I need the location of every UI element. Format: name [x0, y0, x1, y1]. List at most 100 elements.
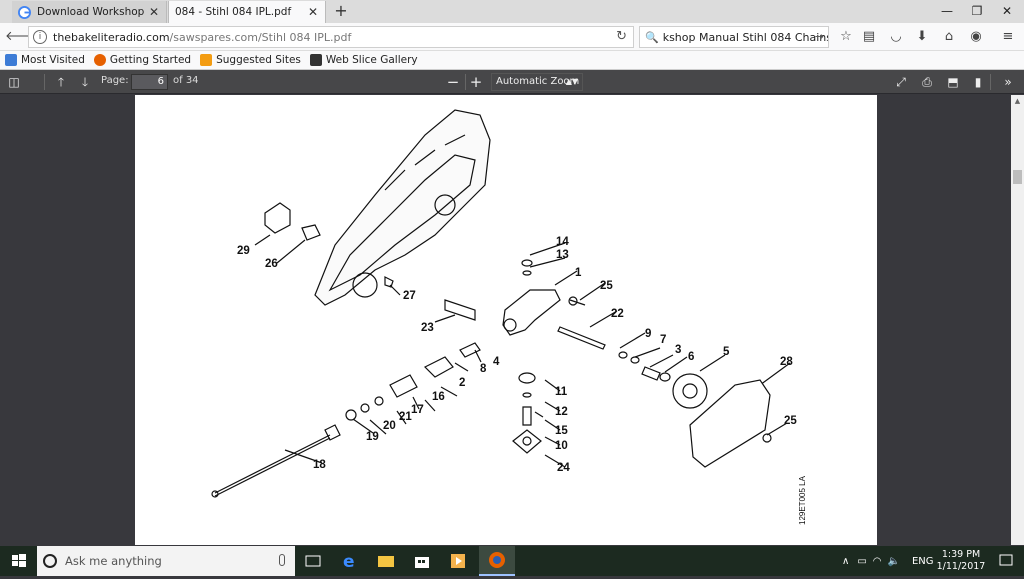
new-tab-button[interactable]: + [334, 1, 348, 20]
part-23-drawing [444, 299, 476, 321]
file-explorer-icon[interactable] [368, 546, 404, 576]
part-number-label: 9 [645, 328, 651, 340]
edge-icon[interactable]: e [332, 546, 368, 576]
firefox-taskbar-icon[interactable] [479, 546, 515, 576]
store-icon[interactable] [404, 546, 440, 576]
part-number-label: 5 [723, 346, 730, 358]
part-22-drawing [557, 326, 606, 350]
divider [44, 74, 45, 90]
search-bar[interactable]: 🔍 kshop Manual Stihl 084 Chainsaw → [639, 26, 829, 48]
print-icon[interactable]: ⎙ [922, 75, 932, 89]
part-number-label: 11 [555, 386, 568, 398]
ie-suggested-icon [200, 54, 213, 66]
search-placeholder: Ask me anything [65, 554, 162, 568]
taskbar: Ask me anything e ∧ ▭ ◠ 🔈 ENG 1:39 PM 1/… [0, 546, 1024, 576]
page-total: of 34 [173, 75, 199, 86]
search-icon: 🔍 [645, 30, 659, 44]
part-number-label: 7 [660, 334, 666, 346]
bookmark-star-icon[interactable]: ☆ [840, 29, 852, 44]
previous-page-icon[interactable]: 🡑 [57, 75, 65, 89]
microphone-icon[interactable] [279, 554, 285, 566]
bookmark-icon[interactable]: ▮ [974, 75, 982, 89]
next-page-icon[interactable]: 🡓 [81, 75, 89, 89]
back-button[interactable]: 🡐 [5, 29, 40, 44]
vertical-scrollbar[interactable]: ▲ [1011, 95, 1024, 545]
part-number-label: 14 [556, 236, 569, 248]
menu-icon[interactable]: ≡ [1002, 29, 1014, 44]
tab-stihl-pdf[interactable]: 084 - Stihl 084 IPL.pdf ✕ [168, 1, 326, 23]
pocket-icon[interactable]: ◡ [890, 29, 902, 44]
page-number-input[interactable]: 6 [131, 74, 168, 90]
part-29-drawing [264, 202, 291, 234]
task-view-icon[interactable] [295, 546, 331, 576]
web-slice-icon [309, 54, 322, 66]
url-path: /sawspares.com/Stihl 084 IPL.pdf [169, 30, 352, 44]
part-number-label: 26 [265, 258, 278, 270]
zoom-out-button[interactable]: − [446, 73, 460, 91]
part-number-label: 12 [555, 406, 568, 418]
wifi-icon[interactable]: ◠ [872, 555, 882, 567]
notifications-icon[interactable] [988, 546, 1024, 576]
tab-label: Download Workshop Man... [37, 6, 148, 18]
site-info-icon[interactable]: i [33, 30, 47, 44]
bookmark-web-slice-gallery[interactable]: Web Slice Gallery [309, 54, 418, 66]
home-icon[interactable]: ⌂ [944, 29, 954, 44]
part-number-label: 10 [555, 440, 568, 452]
sync-icon[interactable]: ◉ [970, 29, 982, 44]
crankcase-drawing [314, 109, 491, 306]
language-indicator[interactable]: ENG [911, 555, 934, 567]
minimize-button[interactable]: — [941, 4, 953, 18]
reload-icon[interactable]: ↻ [616, 29, 627, 44]
bookmark-label: Getting Started [109, 54, 192, 66]
part-number-label: 20 [383, 420, 396, 432]
download-icon[interactable]: ⬇ [916, 29, 928, 44]
divider [465, 74, 466, 90]
close-tab-icon[interactable]: ✕ [148, 5, 160, 19]
scroll-up-icon[interactable]: ▲ [1014, 97, 1021, 105]
tab-label: 084 - Stihl 084 IPL.pdf [175, 6, 292, 18]
clock[interactable]: 1:39 PM 1/11/2017 [935, 549, 987, 573]
maximize-button[interactable]: ❐ [971, 4, 983, 18]
part-number-label: 21 [399, 411, 412, 423]
presentation-mode-icon[interactable]: ⤢ [896, 75, 906, 89]
bookmark-suggested-sites[interactable]: Suggested Sites [200, 54, 301, 66]
part-number-label: 4 [493, 356, 500, 368]
chevron-up-icon[interactable]: ∧ [842, 555, 850, 567]
diagram-code: 129ET005 LA [798, 475, 807, 525]
close-window-button[interactable]: ✕ [1001, 4, 1013, 18]
part-number-label: 28 [780, 356, 793, 368]
zoom-select[interactable]: Automatic Zoom▲▼ [491, 73, 583, 91]
save-icon[interactable]: ⬒ [947, 75, 959, 89]
bookmark-star-icon [5, 54, 17, 66]
tools-icon[interactable]: » [1004, 75, 1012, 89]
gear-5-drawing [672, 373, 708, 409]
sidebar-toggle-icon[interactable]: ◫ [8, 75, 20, 89]
hose-18-drawing [214, 434, 331, 497]
network-icon[interactable]: ▭ [857, 555, 867, 567]
volume-icon[interactable]: 🔈 [887, 555, 900, 567]
cortana-search[interactable]: Ask me anything [37, 546, 295, 576]
clock-date: 1/11/2017 [936, 561, 986, 572]
tab-download-workshop[interactable]: Download Workshop Man... ✕ [12, 1, 167, 23]
bookmark-getting-started[interactable]: Getting Started [93, 54, 192, 66]
cortana-icon [43, 554, 57, 568]
part-number-label: 1 [575, 267, 582, 279]
part-number-label: 25 [600, 280, 613, 292]
media-player-icon[interactable] [440, 546, 476, 576]
url-bar[interactable]: i thebakeliteradio.com/sawspares.com/Sti… [28, 26, 634, 48]
tab-bar: Download Workshop Man... ✕ 084 - Stihl 0… [0, 0, 1024, 23]
search-go-icon[interactable]: → [814, 30, 824, 43]
start-button[interactable] [0, 546, 37, 576]
scrollbar-thumb[interactable] [1013, 170, 1022, 184]
part-number-label: 23 [421, 322, 434, 334]
part-number-label: 3 [675, 344, 681, 356]
bookmark-most-visited[interactable]: Most Visited [5, 54, 85, 66]
close-tab-icon[interactable]: ✕ [307, 5, 319, 19]
chevron-down-icon: ▲▼ [565, 77, 578, 86]
cover-28-drawing [689, 379, 771, 468]
zoom-in-button[interactable]: + [469, 73, 483, 91]
reading-list-icon[interactable]: ▤ [862, 29, 876, 44]
part-number-label: 17 [411, 404, 424, 416]
